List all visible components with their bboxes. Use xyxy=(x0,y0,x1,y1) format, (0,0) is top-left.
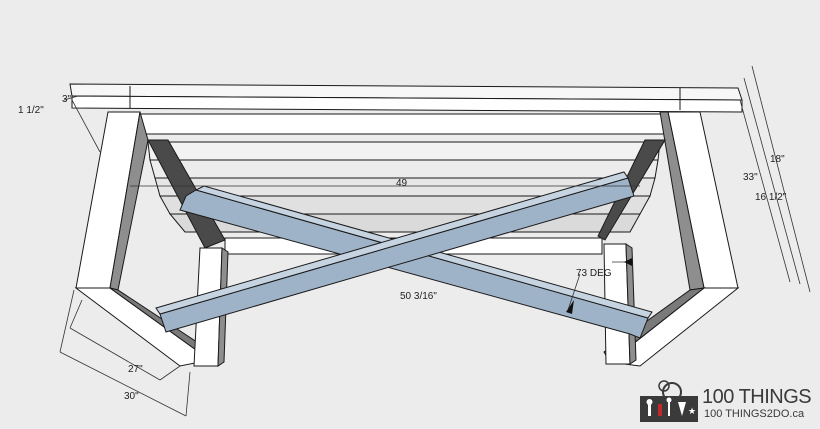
dimension-3: 3" xyxy=(62,94,72,105)
dimension-1-1-2: 1 1/2" xyxy=(18,105,44,116)
dimension-30: 30" xyxy=(124,391,139,402)
angle-marker xyxy=(566,258,632,314)
svg-text:★: ★ xyxy=(688,406,696,416)
dimension-33: 33" xyxy=(743,172,758,183)
dimension-73-deg: 73 DEG xyxy=(576,268,612,279)
dimension-16-1-2: 16 1/2" xyxy=(755,192,787,203)
dimension-27: 27" xyxy=(128,364,143,375)
logo-watermark: ★ 100 THINGS 100 THINGS2DO.ca xyxy=(638,378,820,426)
dimension-lines xyxy=(59,65,811,417)
logo-title: 100 THINGS xyxy=(702,386,812,408)
logo-tools-icon: ★ xyxy=(640,380,698,422)
logo-subtitle: 100 THINGS2DO.ca xyxy=(704,408,805,420)
seat-top-board xyxy=(69,83,743,113)
dimension-50-3-16: 50 3/16" xyxy=(400,291,437,302)
dimension-49: 49 xyxy=(396,178,408,189)
dimension-18: 18" xyxy=(770,154,785,165)
x-brace-b xyxy=(155,171,635,333)
